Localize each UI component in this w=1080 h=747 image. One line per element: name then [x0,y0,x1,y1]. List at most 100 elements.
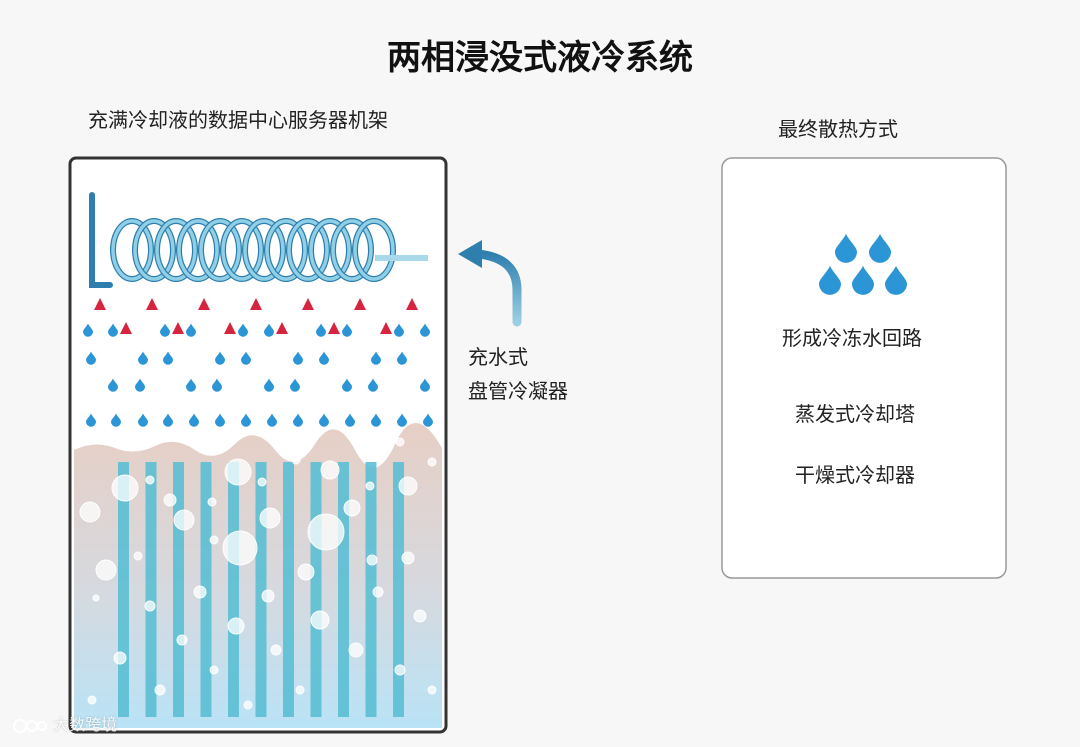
water-drop [852,265,874,295]
server-board [118,462,129,717]
bubble [79,501,101,523]
coil-loop-front [199,219,241,281]
bubble [92,594,100,602]
droplet [316,323,326,337]
diagram-title: 两相浸没式液冷系统 [387,38,693,78]
rack-label: 充满冷却液的数据中心服务器机架 [88,108,388,132]
bubble [366,554,378,566]
droplet [420,378,430,392]
droplet [394,323,404,337]
droplet [397,351,407,365]
bubble [427,457,437,467]
bubble [413,609,427,623]
bubble [310,610,330,630]
bubble [207,497,217,507]
droplet [342,378,352,392]
up-arrow-head [302,298,314,310]
bubble [320,460,340,480]
final-cooling-item: 干燥式冷却器 [795,463,915,487]
droplet [163,351,173,365]
server-board [310,462,322,717]
droplet [160,323,170,337]
droplet [186,323,196,337]
server-board [365,462,377,717]
droplet [111,413,121,427]
droplet [397,413,407,427]
coil-loop-front [155,219,197,281]
droplet [83,323,93,337]
bubble [291,455,301,465]
droplet [212,378,222,392]
coil-loop-front [111,219,153,281]
bubble [270,644,282,656]
up-arrow-head [406,298,418,310]
final-cooling-panel [721,157,1007,579]
droplet [238,323,248,337]
up-arrow-head [224,322,236,334]
bubble [227,617,245,635]
bubble [144,600,156,612]
bubble [224,458,252,486]
bubble [394,664,406,676]
droplet [215,351,225,365]
up-arrow-head [94,298,106,310]
droplet [264,323,274,337]
up-arrow-head [276,322,288,334]
bubble [209,535,219,545]
droplet [319,351,329,365]
bubble [133,551,143,561]
droplet [138,351,148,365]
final-cooling-label: 最终散热方式 [778,117,898,141]
droplet [293,351,303,365]
coil-loop-front [331,219,373,281]
condensate-droplets [83,323,433,427]
droplet [163,413,173,427]
coil-loop-front [133,219,175,281]
bubble [395,437,405,447]
server-board [338,462,349,717]
coil-return-pipe [89,192,113,288]
droplet [267,413,277,427]
bubble [343,499,361,517]
water-drop [835,233,858,263]
coil-loop-front [221,219,263,281]
coil-condenser-icon [89,192,428,288]
rising-vapor-arrows [94,298,418,430]
bubble [111,474,139,502]
coil-loop-front [287,219,329,281]
droplet [108,323,118,337]
bubble [209,665,219,675]
bubble [200,436,212,448]
server-board [255,462,267,717]
droplet [423,413,433,427]
droplet [293,413,303,427]
up-arrow-head [172,322,184,334]
water-drop [869,233,891,263]
droplet [215,413,225,427]
final-cooling-item: 蒸发式冷却塔 [795,402,915,426]
bubble [372,586,384,598]
droplet [186,378,196,392]
server-board [145,462,157,717]
droplet [342,323,352,337]
bubble [259,507,281,529]
bubble [401,551,415,565]
up-arrow-head [380,322,392,334]
up-arrow-head [120,322,132,334]
bubble [295,685,305,695]
droplet [371,413,381,427]
vapor-bubbles [79,436,437,710]
bubble [297,563,315,581]
droplet [264,378,274,392]
up-arrow-head [354,298,366,310]
bubble [163,493,177,507]
server-board [228,462,239,717]
bubble [243,700,253,710]
up-arrow-head [328,322,340,334]
bubble [113,651,127,665]
server-board [393,462,404,717]
droplet [345,413,355,427]
droplet [420,323,430,337]
droplet [138,413,148,427]
